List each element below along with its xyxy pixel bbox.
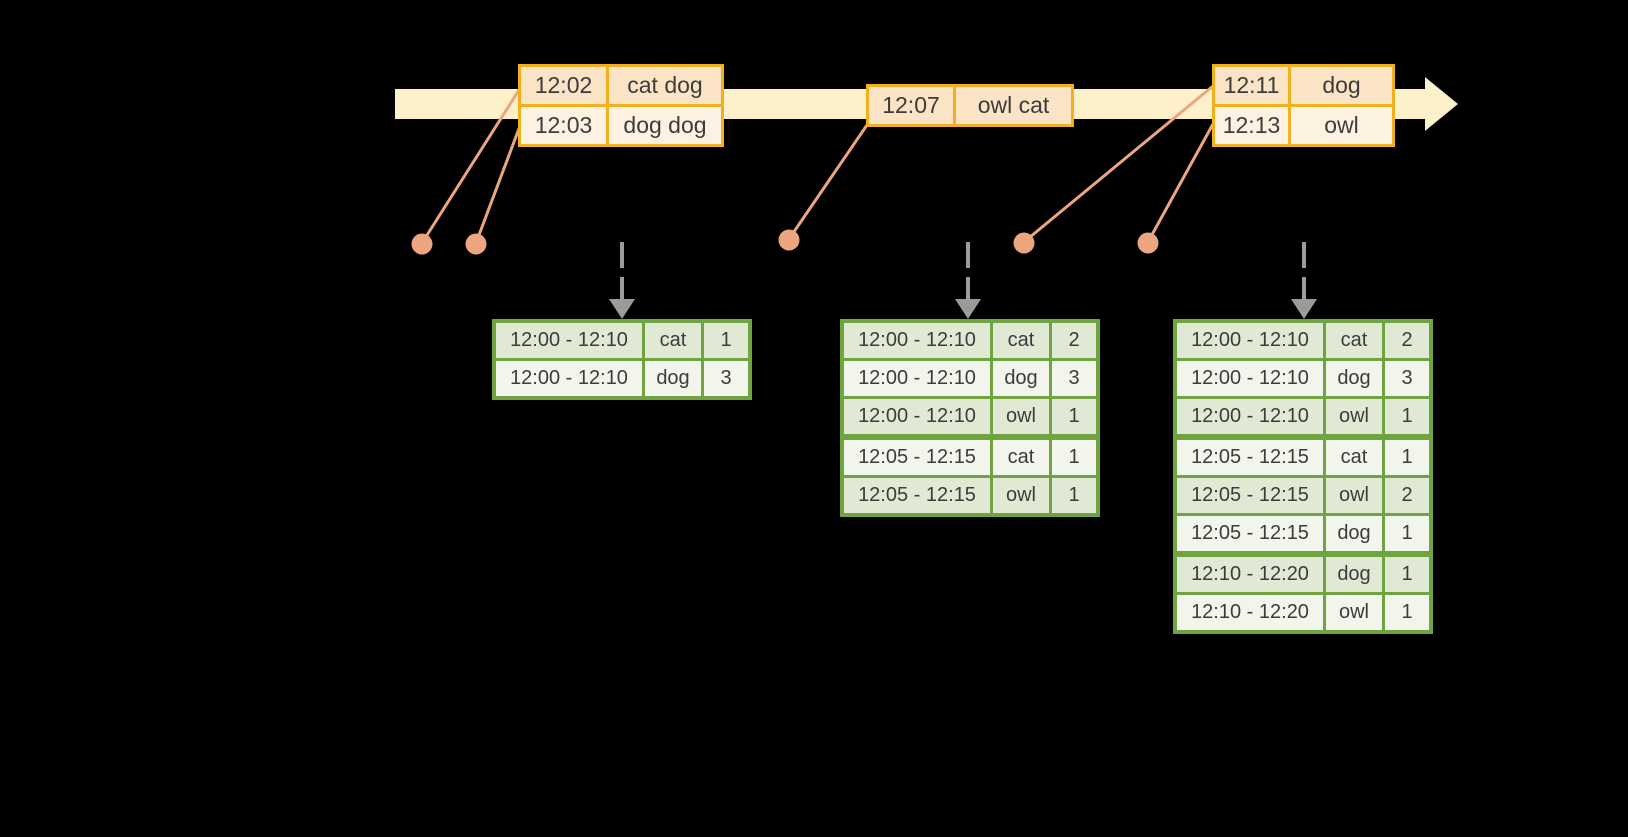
result-table-2: 12:00 - 12:10 cat 2 12:00 - 12:10 dog 3 … <box>840 319 1100 517</box>
event-row: 12:11 dog <box>1215 67 1392 104</box>
event-words: owl <box>1288 107 1392 144</box>
event-table-2: 12:07 owl cat <box>866 84 1074 127</box>
connector-line <box>1146 123 1215 243</box>
result-window: 12:00 - 12:10 <box>844 399 990 434</box>
result-count: 2 <box>1049 323 1096 358</box>
result-word: cat <box>990 323 1049 358</box>
result-count: 1 <box>1382 440 1429 475</box>
result-count: 1 <box>1049 399 1096 434</box>
result-table-1: 12:00 - 12:10 cat 1 12:00 - 12:10 dog 3 <box>492 319 752 400</box>
event-table-3: 12:11 dog 12:13 owl <box>1212 64 1395 147</box>
result-word: cat <box>642 323 701 358</box>
timeline-arrowhead-icon <box>1425 77 1458 131</box>
result-row: 12:05 - 12:15 owl 1 <box>844 475 1096 513</box>
result-window: 12:00 - 12:10 <box>496 323 642 358</box>
result-row: 12:00 - 12:10 owl 1 <box>1177 396 1429 434</box>
result-count: 1 <box>1382 595 1429 630</box>
result-count: 1 <box>701 323 748 358</box>
result-word: dog <box>1323 557 1382 592</box>
result-row: 12:00 - 12:10 cat 2 <box>844 323 1096 358</box>
result-word: owl <box>1323 595 1382 630</box>
event-time: 12:02 <box>521 67 606 104</box>
result-row: 12:05 - 12:15 cat 1 <box>844 434 1096 475</box>
result-window: 12:05 - 12:15 <box>844 478 990 513</box>
result-count: 3 <box>701 361 748 396</box>
result-row: 12:05 - 12:15 cat 1 <box>1177 434 1429 475</box>
event-words: dog <box>1288 67 1392 104</box>
result-window: 12:05 - 12:15 <box>844 440 990 475</box>
result-word: dog <box>1323 361 1382 396</box>
event-words: cat dog <box>606 67 721 104</box>
result-window: 12:00 - 12:10 <box>496 361 642 396</box>
trigger-arrowhead-icon <box>609 299 635 319</box>
connector-line <box>420 89 521 244</box>
result-count: 3 <box>1049 361 1096 396</box>
event-dot <box>778 229 800 251</box>
result-window: 12:00 - 12:10 <box>1177 361 1323 396</box>
connector-line <box>1023 84 1214 244</box>
event-dot <box>1013 232 1035 254</box>
event-words: owl cat <box>953 87 1071 124</box>
event-row: 12:02 cat dog <box>521 67 721 104</box>
event-time: 12:03 <box>521 107 606 144</box>
result-row: 12:00 - 12:10 dog 3 <box>844 358 1096 396</box>
result-window: 12:05 - 12:15 <box>1177 516 1323 551</box>
connector-line <box>474 125 522 244</box>
event-words: dog dog <box>606 107 721 144</box>
result-count: 1 <box>1382 516 1429 551</box>
result-row: 12:00 - 12:10 dog 3 <box>496 358 748 396</box>
event-row: 12:13 owl <box>1215 104 1392 144</box>
result-row: 12:00 - 12:10 cat 2 <box>1177 323 1429 358</box>
result-row: 12:10 - 12:20 dog 1 <box>1177 551 1429 592</box>
result-row: 12:05 - 12:15 dog 1 <box>1177 513 1429 551</box>
result-row: 12:00 - 12:10 cat 1 <box>496 323 748 358</box>
result-count: 3 <box>1382 361 1429 396</box>
result-window: 12:05 - 12:15 <box>1177 440 1323 475</box>
result-count: 1 <box>1382 557 1429 592</box>
result-window: 12:00 - 12:10 <box>1177 323 1323 358</box>
result-window: 12:00 - 12:10 <box>1177 399 1323 434</box>
result-word: owl <box>990 478 1049 513</box>
result-row: 12:10 - 12:20 owl 1 <box>1177 592 1429 630</box>
result-count: 2 <box>1382 478 1429 513</box>
result-word: dog <box>1323 516 1382 551</box>
result-count: 1 <box>1382 399 1429 434</box>
result-word: cat <box>990 440 1049 475</box>
event-dot <box>411 233 433 255</box>
event-time: 12:11 <box>1215 67 1288 104</box>
event-row: 12:03 dog dog <box>521 104 721 144</box>
result-count: 2 <box>1382 323 1429 358</box>
result-window: 12:10 - 12:20 <box>1177 595 1323 630</box>
connector-line <box>787 124 869 240</box>
event-time: 12:13 <box>1215 107 1288 144</box>
result-count: 1 <box>1049 440 1096 475</box>
result-word: owl <box>1323 478 1382 513</box>
result-word: owl <box>1323 399 1382 434</box>
result-word: dog <box>990 361 1049 396</box>
result-window: 12:10 - 12:20 <box>1177 557 1323 592</box>
result-window: 12:00 - 12:10 <box>844 361 990 396</box>
result-table-3: 12:00 - 12:10 cat 2 12:00 - 12:10 dog 3 … <box>1173 319 1433 634</box>
trigger-arrowhead-icon <box>1291 299 1317 319</box>
result-word: cat <box>1323 323 1382 358</box>
event-row: 12:07 owl cat <box>869 87 1071 124</box>
event-dot <box>465 233 487 255</box>
result-word: dog <box>642 361 701 396</box>
event-table-1: 12:02 cat dog 12:03 dog dog <box>518 64 724 147</box>
result-row: 12:05 - 12:15 owl 2 <box>1177 475 1429 513</box>
trigger-arrowhead-icon <box>955 299 981 319</box>
result-window: 12:00 - 12:10 <box>844 323 990 358</box>
result-row: 12:00 - 12:10 owl 1 <box>844 396 1096 434</box>
event-dot <box>1137 232 1159 254</box>
result-word: owl <box>990 399 1049 434</box>
result-window: 12:05 - 12:15 <box>1177 478 1323 513</box>
result-word: cat <box>1323 440 1382 475</box>
event-time: 12:07 <box>869 87 953 124</box>
result-count: 1 <box>1049 478 1096 513</box>
result-row: 12:00 - 12:10 dog 3 <box>1177 358 1429 396</box>
